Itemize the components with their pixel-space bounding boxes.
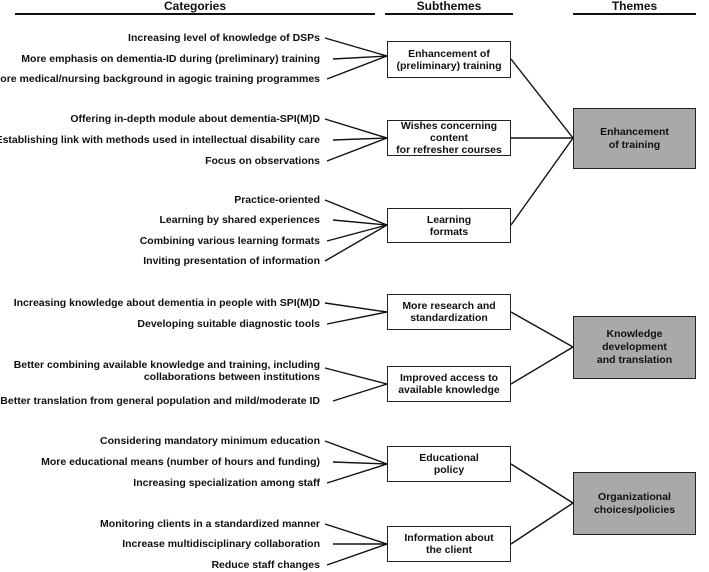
theme-enhancement-training: Enhancement of training	[573, 108, 696, 169]
category-19: Increase multidisciplinary collaboration	[122, 538, 320, 550]
category-3: More medical/nursing background in agogi…	[0, 73, 320, 85]
subtheme-educational-policy: Educational policy	[387, 446, 511, 482]
connector-line	[326, 55, 388, 80]
subtheme-enhancement-preliminary-training: Enhancement of (preliminary) training	[387, 41, 511, 78]
category-12: Developing suitable diagnostic tools	[137, 318, 320, 330]
connector-line	[324, 118, 388, 139]
subtheme-access-knowledge: Improved access to available knowledge	[387, 366, 511, 402]
category-5: Establishing link with methods used in i…	[0, 134, 320, 146]
connector-line	[326, 543, 388, 566]
connector-line	[324, 37, 388, 57]
category-2: More emphasis on dementia-ID during (pre…	[21, 53, 320, 65]
category-10: Inviting presentation of information	[143, 255, 320, 267]
category-17: Increasing specialization among staff	[133, 477, 320, 489]
connector-line	[332, 55, 388, 60]
category-16: More educational means (number of hours …	[41, 456, 320, 468]
theme-knowledge-development: Knowledge development and translation	[573, 316, 696, 379]
connector-line	[332, 219, 388, 226]
theme-organizational-choices: Organizational choices/policies	[573, 472, 696, 535]
connector-line	[326, 224, 388, 242]
connector-line	[324, 367, 388, 385]
header-categories: Categories	[163, 0, 227, 13]
subtheme-research-standardization: More research and standardization	[387, 294, 511, 330]
category-15: Considering mandatory minimum education	[100, 435, 320, 447]
header-subthemes-underline	[385, 13, 513, 15]
connector-line	[324, 302, 388, 313]
connector-line	[326, 311, 388, 325]
connector-line	[324, 199, 388, 226]
connector-line	[324, 440, 388, 465]
category-11: Increasing knowledge about dementia in p…	[13, 297, 320, 309]
connector-line	[326, 463, 388, 484]
connector-line	[332, 461, 388, 465]
header-categories-underline	[15, 13, 375, 15]
connector-line	[510, 502, 574, 545]
category-8: Learning by shared experiences	[159, 214, 320, 226]
connector-line	[332, 137, 388, 141]
subtheme-information-client: Information about the client	[387, 526, 511, 562]
category-13: Better combining available knowledge and…	[13, 359, 320, 383]
category-20: Reduce staff changes	[211, 559, 320, 571]
category-4: Offering in-depth module about dementia-…	[70, 113, 320, 125]
connector-line	[326, 137, 388, 162]
connector-line	[510, 463, 574, 504]
category-9: Combining various learning formats	[139, 235, 320, 247]
category-6: Focus on observations	[205, 155, 320, 167]
category-7: Practice-oriented	[234, 194, 320, 206]
subtheme-wishes-refresher-courses: Wishes concerning content for refresher …	[387, 120, 511, 156]
connector-line	[324, 523, 388, 545]
header-themes: Themes	[611, 0, 658, 13]
header-themes-underline	[573, 13, 696, 15]
connector-line	[510, 58, 574, 139]
connector-line	[510, 137, 574, 226]
category-18: Monitoring clients in a standardized man…	[100, 518, 320, 530]
subtheme-learning-formats: Learning formats	[387, 208, 511, 243]
category-1: Increasing level of knowledge of DSPs	[128, 32, 320, 44]
connector-line	[510, 311, 574, 348]
connector-line	[510, 346, 574, 385]
connector-line	[332, 383, 388, 402]
category-14: Better translation from general populati…	[0, 395, 320, 407]
header-subthemes: Subthemes	[416, 0, 482, 13]
connector-line	[324, 224, 388, 262]
